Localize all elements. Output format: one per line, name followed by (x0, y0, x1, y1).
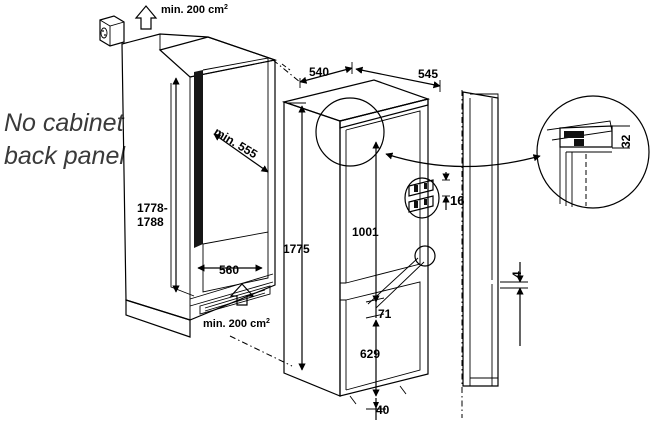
power-socket-icon (99, 15, 125, 47)
appliance-width-label: 545 (418, 67, 438, 81)
hinge-detail (404, 177, 440, 219)
cabinet-side-profile (461, 90, 499, 418)
niche-height-label-b: 1788 (137, 215, 164, 229)
bottom-vent-unit: 2 (266, 318, 270, 325)
top-detail-circle (315, 97, 385, 167)
upper-section-label: 1001 (352, 225, 379, 239)
gap-label: 71 (378, 307, 392, 321)
svg-text:min. 200 cm2: min. 200 cm2 (203, 318, 270, 330)
alignment-lines (229, 59, 301, 367)
top-vent-arrow-icon (134, 5, 158, 30)
bottom-vent-label: min. 200 cm (203, 318, 266, 330)
top-gap-detail (536, 95, 650, 209)
door-detail-circle (414, 245, 436, 267)
appliance-depth-label: 540 (309, 65, 329, 79)
appliance-body (281, 79, 431, 405)
lower-section-label: 629 (360, 347, 380, 361)
svg-text:min. 200 cm2: min. 200 cm2 (161, 4, 228, 16)
niche-width-label: 560 (219, 263, 239, 277)
top-vent-label: min. 200 cm (161, 4, 224, 16)
note-line-2: back panel (4, 142, 125, 170)
niche-depth-label: min. 555 (211, 125, 260, 162)
top-vent-unit: 2 (224, 4, 228, 11)
bottom-vent-arrow-icon (229, 283, 255, 306)
niche-height-label-a: 1778- (137, 201, 168, 215)
side-gap-label: 4 (510, 271, 524, 278)
bottom-label: 40 (376, 403, 390, 417)
top-gap-label: 32 (619, 134, 633, 148)
hinge-gap-label: 16 (450, 193, 464, 208)
detail-leader-arrow (385, 152, 541, 168)
appliance-height-label: 1775 (283, 242, 310, 256)
cabinet-niche (121, 33, 278, 338)
note-line-1: No cabinet (4, 109, 124, 137)
